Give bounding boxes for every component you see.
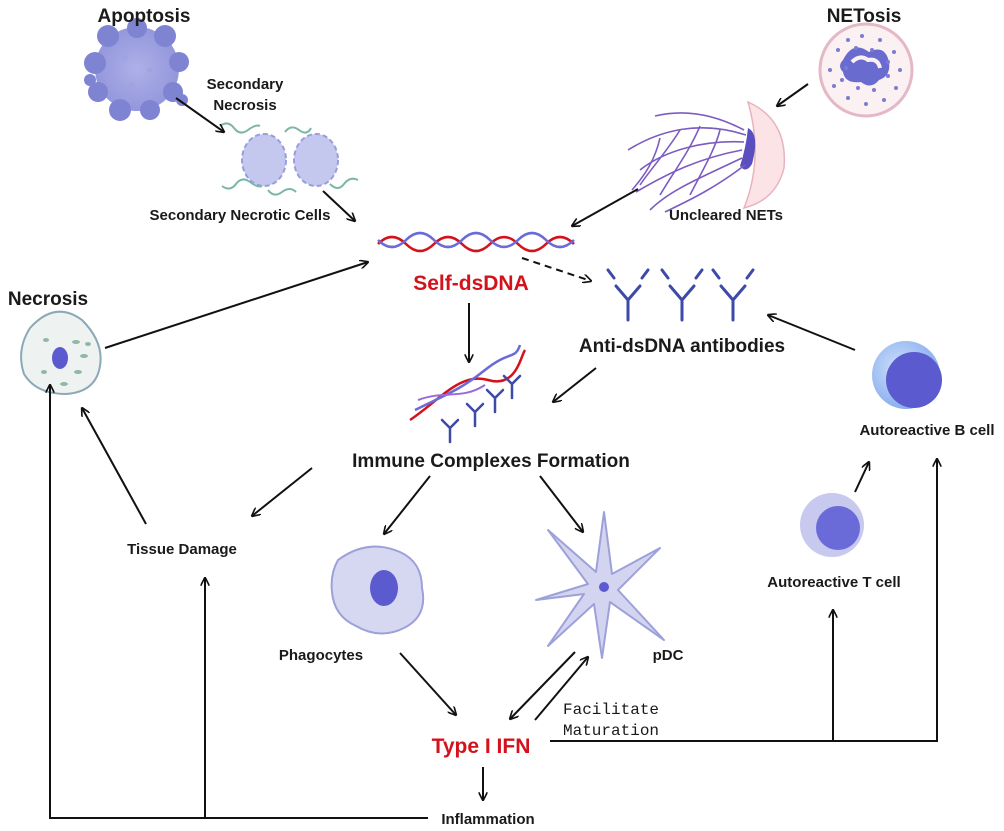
label-facilitate: Facilitate bbox=[563, 701, 659, 719]
b-cell-icon bbox=[872, 341, 942, 409]
pdc-icon bbox=[535, 511, 665, 659]
nets-icon bbox=[627, 100, 786, 213]
label-anti-dsdna: Anti-dsDNA antibodies bbox=[579, 336, 785, 357]
inflammation-loop-lines bbox=[50, 385, 428, 819]
t-cell-icon bbox=[800, 493, 864, 557]
necrotic-cell-icon bbox=[20, 310, 102, 396]
label-maturation: Maturation bbox=[563, 722, 659, 740]
label-autoreactive-b: Autoreactive B cell bbox=[859, 422, 994, 439]
apoptotic-cell-icon bbox=[84, 18, 189, 121]
immune-complex-icon bbox=[409, 344, 527, 444]
antibody-icons bbox=[606, 268, 755, 322]
label-necrosis: Necrosis bbox=[8, 289, 88, 310]
label-autoreactive-t: Autoreactive T cell bbox=[767, 574, 900, 591]
label-secondary: Secondary bbox=[207, 76, 284, 93]
label-necrosis-sub: Necrosis bbox=[213, 97, 276, 114]
label-phagocytes: Phagocytes bbox=[279, 647, 363, 664]
label-apoptosis: Apoptosis bbox=[98, 6, 191, 27]
dsdna-icon bbox=[377, 231, 575, 253]
label-immune-complexes: Immune Complexes Formation bbox=[352, 451, 630, 472]
label-pdc: pDC bbox=[653, 647, 684, 664]
label-self-dsdna: Self-dsDNA bbox=[413, 272, 529, 295]
label-uncleared-nets: Uncleared NETs bbox=[669, 207, 783, 224]
phagocyte-icon bbox=[330, 545, 425, 635]
arrows bbox=[82, 83, 869, 800]
neutrophil-icon bbox=[818, 22, 914, 118]
secondary-necrotic-cells-icon bbox=[219, 122, 359, 196]
label-inflammation: Inflammation bbox=[441, 811, 534, 828]
label-secondary-necrotic-cells: Secondary Necrotic Cells bbox=[150, 207, 331, 224]
label-netosis: NETosis bbox=[827, 6, 902, 27]
label-type-i-ifn: Type I IFN bbox=[432, 735, 531, 758]
label-tissue-damage: Tissue Damage bbox=[127, 541, 237, 558]
ifn-feedback-lines bbox=[550, 459, 937, 742]
